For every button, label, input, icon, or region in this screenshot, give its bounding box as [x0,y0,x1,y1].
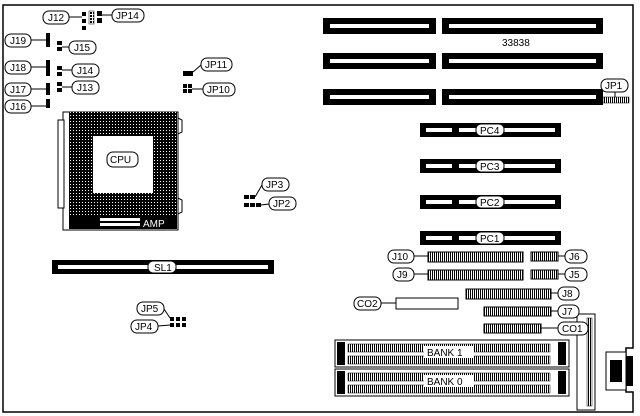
svg-text:J15: J15 [74,43,91,54]
cpu-label: CPU [110,155,131,166]
svg-text:J6: J6 [569,252,580,263]
svg-text:J7: J7 [562,307,573,318]
svg-text:JP14: JP14 [116,11,139,22]
callout-jp10: JP10 [202,82,236,97]
bank0-label: BANK 0 [427,377,463,388]
svg-text:J13: J13 [77,83,94,94]
svg-text:J12: J12 [48,13,65,24]
pc4-label: PC4 [480,126,500,137]
callout-j9: J9 [392,267,415,282]
svg-text:JP1: JP1 [605,81,623,92]
pc3-label: PC3 [480,162,500,173]
svg-text:J19: J19 [10,36,27,47]
callout-jp5: JP5 [136,301,165,316]
expansion-slots-top [323,18,603,105]
callout-j10: J10 [387,249,415,264]
callout-jp4: JP4 [130,319,159,334]
callout-j14: J14 [71,63,100,78]
callout-j19: J19 [4,33,32,48]
bank1-label: BANK 1 [427,348,463,359]
svg-text:CO2: CO2 [357,299,378,310]
callout-co2: CO2 [353,296,382,311]
callout-jp2: JP2 [268,196,297,211]
svg-text:JP11: JP11 [205,60,227,71]
svg-text:J9: J9 [397,270,408,281]
svg-text:JP3: JP3 [266,180,284,191]
svg-text:JP10: JP10 [207,85,230,96]
callout-j6: J6 [564,249,588,264]
svg-text:J14: J14 [77,66,94,77]
svg-text:JP2: JP2 [273,199,291,210]
cpu-socket: CPU AMP [57,111,183,231]
callout-j8: J8 [557,286,580,301]
sl1-label: SL1 [154,263,172,274]
memory-bank-1: BANK 1 [334,339,570,368]
pci-slot-pc2: PC2 [420,195,561,209]
svg-text:J10: J10 [392,252,409,263]
pc1-label: PC1 [480,234,500,245]
svg-text:JP4: JP4 [135,322,153,333]
amp-label: AMP [143,219,165,230]
callout-j5: J5 [564,267,588,282]
callout-leaders [31,14,616,329]
callout-j18: J18 [4,60,32,75]
slot-sl1: SL1 [52,260,274,274]
svg-text:JP5: JP5 [141,304,159,315]
callout-j7: J7 [557,304,580,319]
callout-jp1: JP1 [600,78,629,93]
connectors-right [395,251,633,411]
svg-text:J16: J16 [10,102,27,113]
callout-j17: J17 [4,82,32,97]
callout-jp11: JP11 [200,57,233,72]
callout-j16: J16 [4,99,32,114]
svg-text:J18: J18 [10,63,27,74]
svg-text:J8: J8 [562,289,573,300]
callout-j13: J13 [71,80,100,95]
pci-slot-pc3: PC3 [420,159,561,173]
svg-text:J5: J5 [569,270,580,281]
callout-jp14: JP14 [111,8,145,23]
callout-j12: J12 [42,10,70,25]
jumper-headers-left [46,10,630,327]
callout-j15: J15 [68,40,97,55]
callout-jp3: JP3 [261,177,290,192]
svg-text:J17: J17 [10,85,27,96]
pci-slot-pc1: PC1 [420,231,561,245]
pci-slot-pc4: PC4 [420,123,561,137]
memory-bank-0: BANK 0 [334,368,570,397]
callout-co1: CO1 [557,321,589,336]
board-outline [2,4,634,413]
svg-text:CO1: CO1 [562,324,583,335]
pc2-label: PC2 [480,198,500,209]
board-number: 33838 [502,38,530,49]
